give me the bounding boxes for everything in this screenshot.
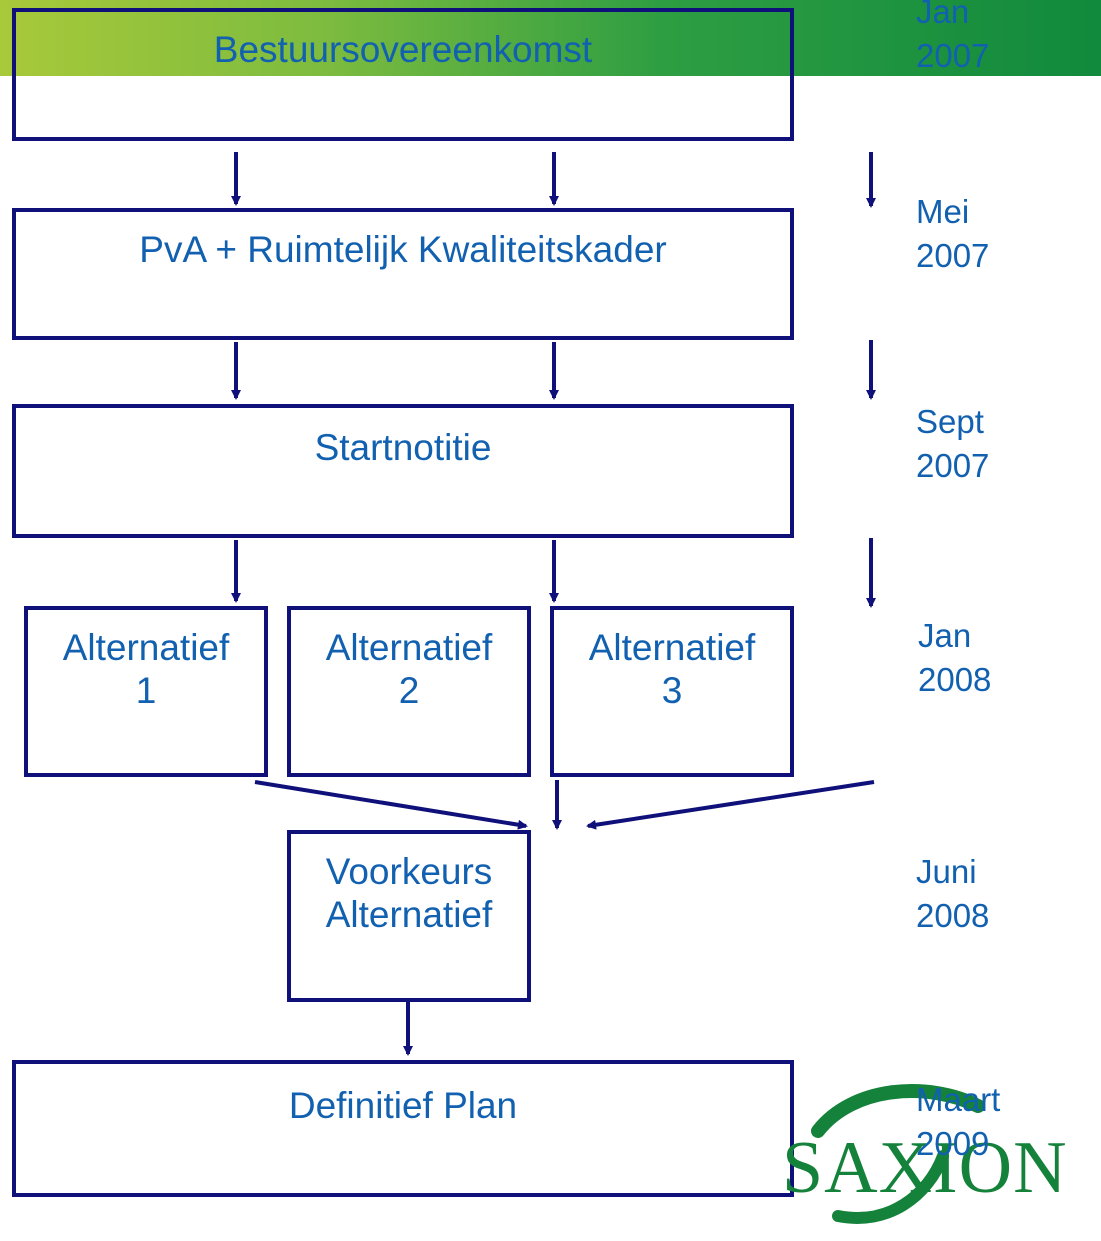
- box-alternatief-2-label: Alternatief 2: [325, 627, 493, 711]
- box-pva: PvA + Ruimtelijk Kwaliteitskader: [12, 208, 794, 340]
- box-pva-label: PvA + Ruimtelijk Kwaliteitskader: [139, 229, 667, 270]
- date-jan-2008: Jan 2008: [918, 617, 992, 698]
- arrow-timeline-converge: [586, 780, 875, 830]
- date-mei-2007: Mei 2007: [916, 193, 990, 274]
- box-alternatief-3-label: Alternatief 3: [588, 627, 756, 711]
- box-voorkeurs-alternatief: Voorkeurs Alternatief: [287, 830, 531, 1002]
- box-bestuursovereenkomst: Bestuursovereenkomst: [12, 8, 794, 141]
- box-definitief-plan-label: Definitief Plan: [288, 1085, 518, 1126]
- box-startnotitie: Startnotitie: [12, 404, 794, 538]
- date-juni-2008: Juni 2008: [916, 853, 990, 934]
- date-maart-2009: Maart 2009: [916, 1081, 1001, 1162]
- header-band: [0, 0, 1101, 76]
- box-alternatief-1-label: Alternatief 1: [62, 627, 230, 711]
- box-voorkeurs-alternatief-label: Voorkeurs Alternatief: [325, 851, 493, 935]
- box-startnotitie-label: Startnotitie: [314, 427, 492, 468]
- box-alternatief-3: Alternatief 3: [550, 606, 794, 777]
- saxion-logo-text: SAXION: [782, 1127, 1068, 1209]
- box-alternatief-1: Alternatief 1: [24, 606, 268, 777]
- box-definitief-plan: Definitief Plan: [12, 1060, 794, 1197]
- arrow-alt1-converge: [254, 780, 528, 830]
- saxion-logo-swoosh: [811, 1084, 985, 1224]
- box-bestuursovereenkomst-label: Bestuursovereenkomst: [213, 29, 593, 70]
- date-jan-2007: Jan 2007: [916, 0, 990, 74]
- box-alternatief-2: Alternatief 2: [287, 606, 531, 777]
- date-sept-2007: Sept 2007: [916, 403, 990, 484]
